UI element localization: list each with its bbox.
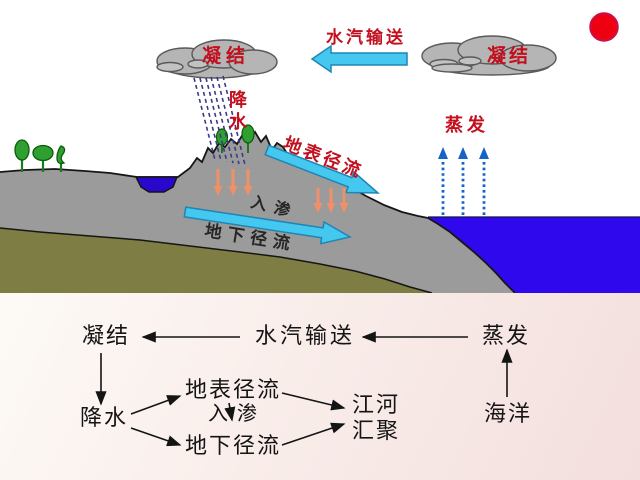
- rain-lines: [193, 75, 246, 166]
- sun-icon: [589, 12, 619, 42]
- arrow-precipitation-to-underground-runoff: [130, 427, 182, 447]
- subsoil-outline: [0, 227, 433, 294]
- flow-node-rivers-line2: 汇聚: [352, 419, 401, 444]
- scene-label-vapor-transport: 水汽输送: [326, 28, 406, 48]
- flow-node-rivers-line1: 江河: [352, 393, 401, 418]
- flowchart-arrows: [95, 331, 513, 447]
- scene-label-evaporation: 蒸发: [445, 115, 489, 136]
- cloud-right: [421, 35, 557, 76]
- scene-label-condensation-right: 凝结: [487, 45, 532, 67]
- flow-node-infiltration: 入渗: [208, 401, 266, 425]
- underground-runoff-arrow: [183, 206, 353, 245]
- infiltration-arrows: [213, 169, 349, 213]
- cloud-left: [156, 39, 278, 79]
- flow-node-precipitation: 降水: [80, 406, 129, 431]
- vapor-transport-arrow: [310, 44, 408, 74]
- trees-left: [14, 139, 66, 172]
- arrow-surface-runoff-to-rivers: [281, 392, 346, 411]
- scene-label-condensation-left: 凝结: [202, 45, 251, 67]
- evaporation-arrows: [438, 147, 489, 215]
- scene-illustration: [0, 12, 640, 294]
- arrow-precipitation-to-surface-runoff: [130, 395, 182, 415]
- ground-outline: [0, 130, 516, 294]
- flow-node-ocean: 海洋: [484, 402, 533, 427]
- surface-runoff-arrow: [264, 144, 381, 194]
- lake: [134, 176, 179, 193]
- flow-node-surface-runoff: 地表径流: [185, 378, 282, 403]
- arrow-underground-runoff-to-rivers: [281, 422, 346, 446]
- flowchart-panel: [0, 293, 640, 480]
- sea: [428, 217, 640, 293]
- subsoil-layer: [0, 228, 432, 293]
- flow-node-evaporation: 蒸发: [482, 324, 531, 349]
- flow-node-condensation: 凝结: [82, 324, 131, 349]
- flow-node-vapor-transport: 水汽输送: [255, 324, 356, 349]
- scene-label-precipitation: 降水: [226, 90, 247, 134]
- flow-node-underground-runoff: 地下径流: [185, 434, 282, 459]
- arrow-infiltration-down: [224, 402, 236, 422]
